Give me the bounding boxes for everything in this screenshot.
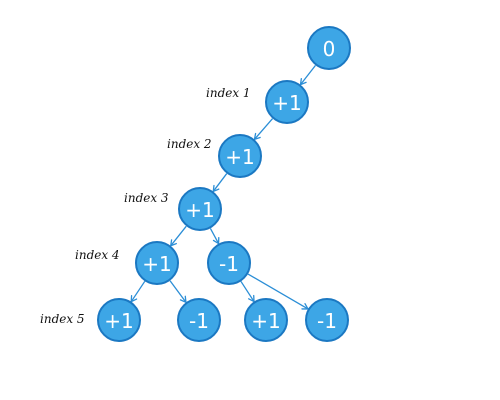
level-label-1: index 1 xyxy=(206,86,251,100)
edge-line xyxy=(130,280,146,303)
node-value: 0 xyxy=(323,37,336,61)
node-circle xyxy=(97,298,141,342)
edge-line xyxy=(247,273,309,310)
edge-n4a-n5a xyxy=(130,280,146,303)
level-label-4: index 4 xyxy=(75,248,120,262)
node-circle xyxy=(135,241,179,285)
node-circle xyxy=(265,80,309,124)
arrow-head-icon xyxy=(299,78,307,86)
edge-n4a-n5b xyxy=(169,280,187,303)
edge-n3-n4a xyxy=(170,225,187,247)
tree-node-n3: +1 xyxy=(178,187,222,231)
tree-node-n2: +1 xyxy=(218,134,262,178)
arrow-head-icon xyxy=(212,236,220,245)
node-circle xyxy=(178,187,222,231)
tree-node-n1: +1 xyxy=(265,80,309,124)
node-value: -1 xyxy=(189,309,209,333)
tree-node-root: 0 xyxy=(307,26,351,70)
edge-line xyxy=(212,173,228,192)
tree-node-n5d: -1 xyxy=(305,298,349,342)
edge-root-n1 xyxy=(299,64,317,86)
level-label-5: index 5 xyxy=(40,312,85,326)
edge-line xyxy=(299,64,317,86)
nodes-layer: 0 +1 +1 +1 +1 -1 +1 -1 +1 -1 xyxy=(97,26,351,342)
node-value: +1 xyxy=(272,91,301,115)
edge-n1-n2 xyxy=(253,118,274,141)
node-value: +1 xyxy=(251,309,280,333)
edge-line xyxy=(209,228,220,244)
tree-node-n4a: +1 xyxy=(135,241,179,285)
node-value: +1 xyxy=(225,145,254,169)
node-value: -1 xyxy=(317,309,337,333)
node-circle xyxy=(307,26,351,70)
node-value: +1 xyxy=(142,252,171,276)
edge-n3-n4b xyxy=(209,228,220,245)
edge-line xyxy=(240,281,255,302)
labels-layer: index 1 index 2 index 3 index 4 index 5 xyxy=(40,86,251,326)
arrow-head-icon xyxy=(253,132,261,141)
tree-node-n4b: -1 xyxy=(207,241,251,285)
node-value: -1 xyxy=(219,252,239,276)
node-circle xyxy=(244,298,288,342)
node-circle xyxy=(207,241,251,285)
node-value: +1 xyxy=(185,198,214,222)
tree-node-n5a: +1 xyxy=(97,298,141,342)
level-label-2: index 2 xyxy=(167,137,212,151)
node-value: +1 xyxy=(104,309,133,333)
edge-n4b-n5c xyxy=(240,281,255,303)
edge-line xyxy=(253,118,274,140)
edge-n2-n3 xyxy=(212,173,228,193)
node-circle xyxy=(218,134,262,178)
edge-line xyxy=(170,225,187,247)
tree-node-n5b: -1 xyxy=(177,298,221,342)
node-circle xyxy=(177,298,221,342)
edge-line xyxy=(169,280,187,303)
tree-node-n5c: +1 xyxy=(244,298,288,342)
level-label-3: index 3 xyxy=(124,191,169,205)
node-circle xyxy=(305,298,349,342)
